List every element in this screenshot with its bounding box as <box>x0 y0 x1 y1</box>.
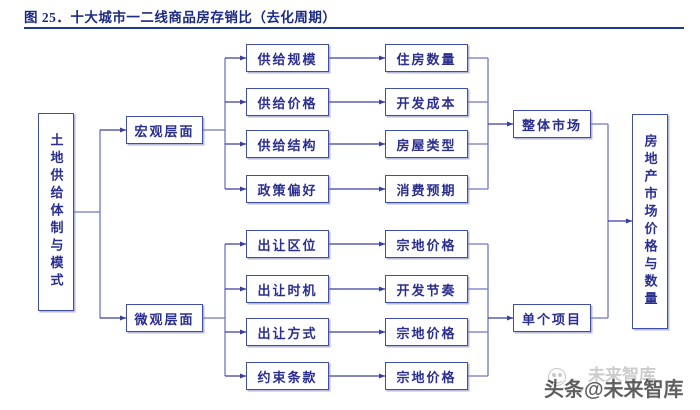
node-macro-outcome-3[interactable]: 房屋类型 <box>385 130 468 158</box>
diagram-canvas: 土地供给体制与模式 宏观层面 微观层面 供给规模 供给价格 供给结构 政策偏好 … <box>0 32 700 410</box>
node-result[interactable]: 房地产市场价格与数量 <box>632 114 668 329</box>
node-micro-factor-2[interactable]: 出让时机 <box>246 275 329 303</box>
node-micro-factor-4[interactable]: 约束条款 <box>246 362 329 390</box>
node-micro-factor-1[interactable]: 出让区位 <box>246 230 329 258</box>
node-micro-factor-3[interactable]: 出让方式 <box>246 318 329 346</box>
node-aggregate-overall-market[interactable]: 整体市场 <box>513 110 591 138</box>
node-macro-factor-3[interactable]: 供给结构 <box>246 130 329 158</box>
node-micro-outcome-2[interactable]: 开发节奏 <box>385 275 468 303</box>
node-macro-outcome-4[interactable]: 消费预期 <box>385 175 468 203</box>
connector-lines <box>74 55 633 379</box>
node-micro-outcome-4[interactable]: 宗地价格 <box>385 362 468 390</box>
figure-title: 图 25．十大城市一二线商品房存销比（去化周期） <box>24 10 337 25</box>
figure-title-bar: 图 25．十大城市一二线商品房存销比（去化周期） <box>0 0 700 32</box>
node-micro-outcome-1[interactable]: 宗地价格 <box>385 230 468 258</box>
title-underline <box>24 27 684 29</box>
node-macro-factor-4[interactable]: 政策偏好 <box>246 175 329 203</box>
node-aggregate-single-project[interactable]: 单个项目 <box>513 304 591 332</box>
node-macro-factor-2[interactable]: 供给价格 <box>246 88 329 116</box>
node-micro-outcome-3[interactable]: 宗地价格 <box>385 318 468 346</box>
node-level-micro[interactable]: 微观层面 <box>126 304 203 332</box>
node-level-macro[interactable]: 宏观层面 <box>126 116 203 144</box>
node-root[interactable]: 土地供给体制与模式 <box>38 113 74 311</box>
node-macro-outcome-2[interactable]: 开发成本 <box>385 88 468 116</box>
node-macro-outcome-1[interactable]: 住房数量 <box>385 44 468 72</box>
node-macro-factor-1[interactable]: 供给规模 <box>246 44 329 72</box>
